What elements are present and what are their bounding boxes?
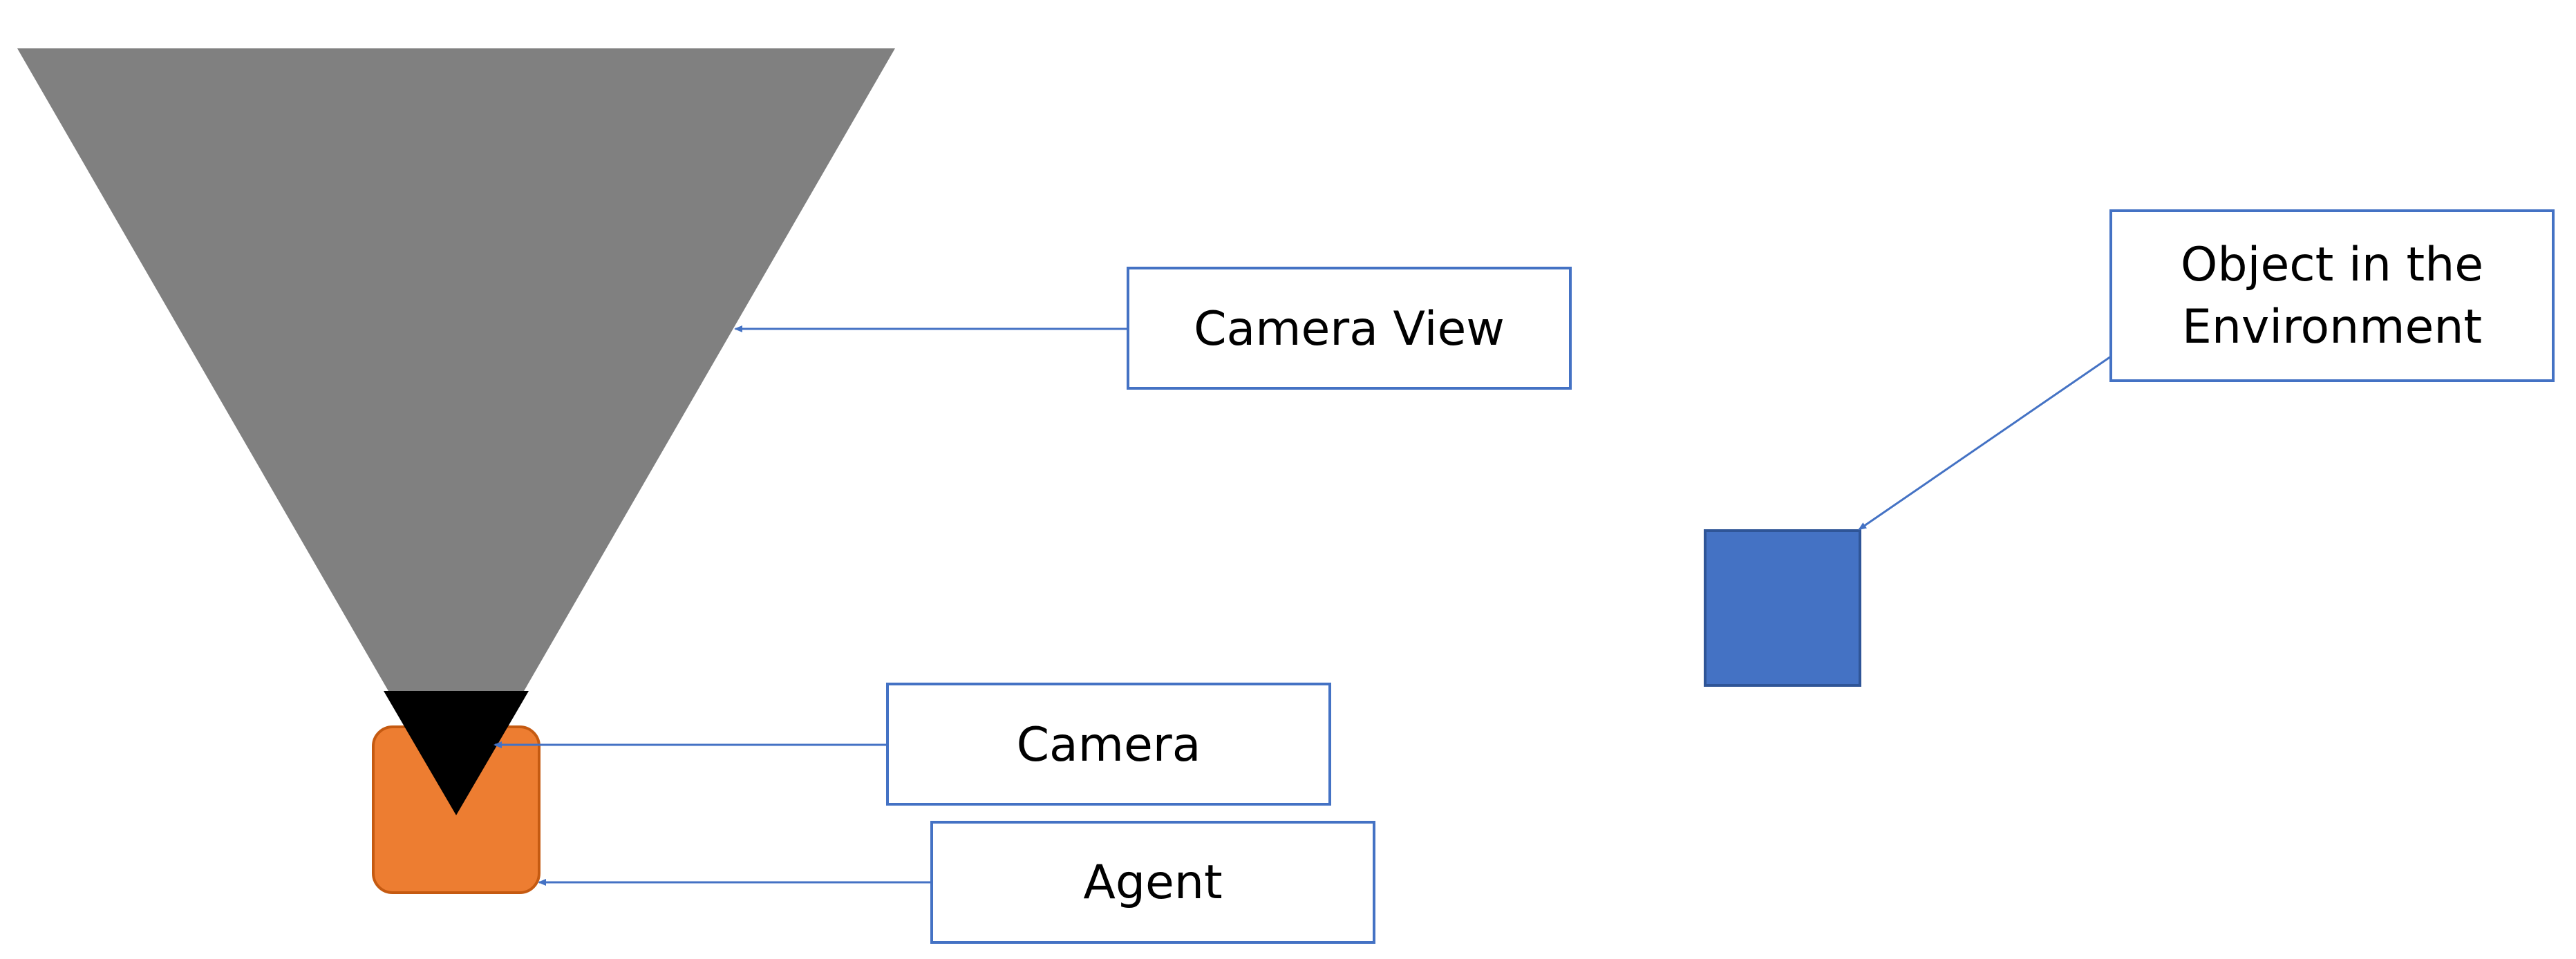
- agent-label-box: [930, 821, 1375, 944]
- camera-view-label-box: [1127, 267, 1572, 390]
- agent-callout: Agent: [538, 821, 1375, 944]
- camera-view-label: Camera View: [1194, 302, 1505, 357]
- camera-label: Camera: [1017, 718, 1201, 772]
- camera-label-box: [886, 683, 1331, 806]
- object-callout: Object in the Environment: [1858, 209, 2555, 531]
- camera-view-callout: Camera View: [734, 267, 1572, 390]
- camera-callout: Camera: [493, 683, 1331, 806]
- object-label-box: [2109, 209, 2555, 382]
- object-label-line-2: Environment: [2182, 300, 2482, 354]
- object-label-line-1: Object in the: [2181, 238, 2483, 292]
- camera-view-cone: [17, 48, 895, 808]
- agent-label: Agent: [1083, 855, 1222, 910]
- environment-object: [1704, 529, 1861, 687]
- object-arrow: [1858, 355, 2112, 531]
- camera-triangle: [384, 691, 529, 815]
